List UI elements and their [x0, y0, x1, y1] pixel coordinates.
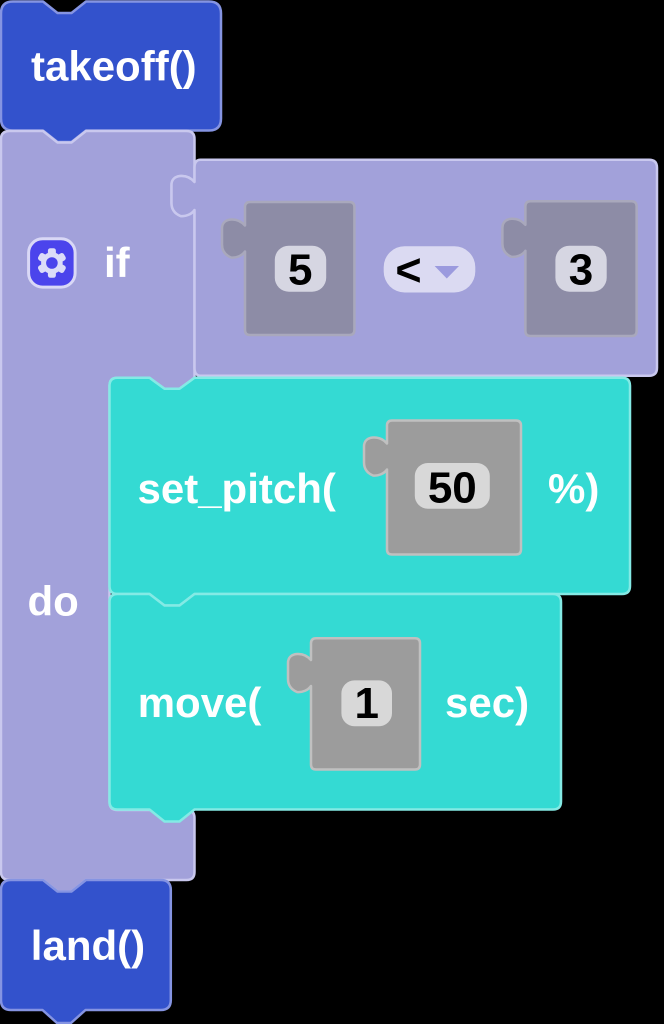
svg-text:1: 1: [354, 679, 378, 728]
svg-text:set_pitch(: set_pitch(: [138, 465, 336, 512]
svg-text:do: do: [28, 578, 79, 625]
svg-text:if: if: [104, 239, 131, 286]
svg-text:3: 3: [569, 245, 593, 294]
svg-text:move(: move(: [138, 679, 262, 726]
svg-text:50: 50: [428, 463, 477, 512]
svg-text:takeoff(): takeoff(): [31, 43, 197, 90]
svg-text:<: <: [395, 245, 421, 296]
svg-text:5: 5: [288, 245, 312, 294]
svg-text:land(): land(): [31, 922, 145, 969]
svg-text:%): %): [548, 465, 599, 512]
svg-text:sec): sec): [445, 679, 529, 726]
